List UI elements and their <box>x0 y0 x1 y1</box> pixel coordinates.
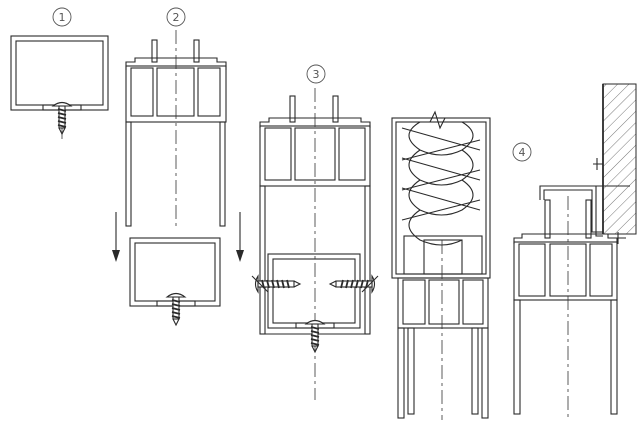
step-4-number-badge: 4 <box>512 142 532 162</box>
step-2-number-badge: 2 <box>166 7 186 27</box>
step-4-circle <box>512 142 532 162</box>
side-screw-left <box>251 274 302 294</box>
step-1-group: 1 <box>10 7 109 143</box>
step-1-number-badge: 1 <box>52 7 72 27</box>
step-2-label: 2 <box>173 11 180 24</box>
step-4-group: 4 <box>512 83 637 420</box>
screw-2 <box>166 292 186 326</box>
step-2-group: 2 <box>112 7 244 326</box>
step-3-circle <box>306 64 326 84</box>
step-4-label: 4 <box>519 146 526 159</box>
profile-4-frame <box>513 199 618 415</box>
down-arrow-right <box>236 212 244 262</box>
down-arrow-left <box>112 212 120 262</box>
side-screw-right <box>328 274 379 294</box>
step-3-label: 3 <box>313 68 320 81</box>
insulated-frame-group <box>391 110 491 420</box>
step-2-circle <box>166 7 186 27</box>
step-3-number-badge: 3 <box>306 64 326 84</box>
step-1-circle <box>52 7 72 27</box>
masonry-wall <box>602 83 637 235</box>
step-1-label: 1 <box>59 11 66 24</box>
insulation-batt <box>401 121 481 246</box>
step-3-group: 3 <box>251 64 379 400</box>
